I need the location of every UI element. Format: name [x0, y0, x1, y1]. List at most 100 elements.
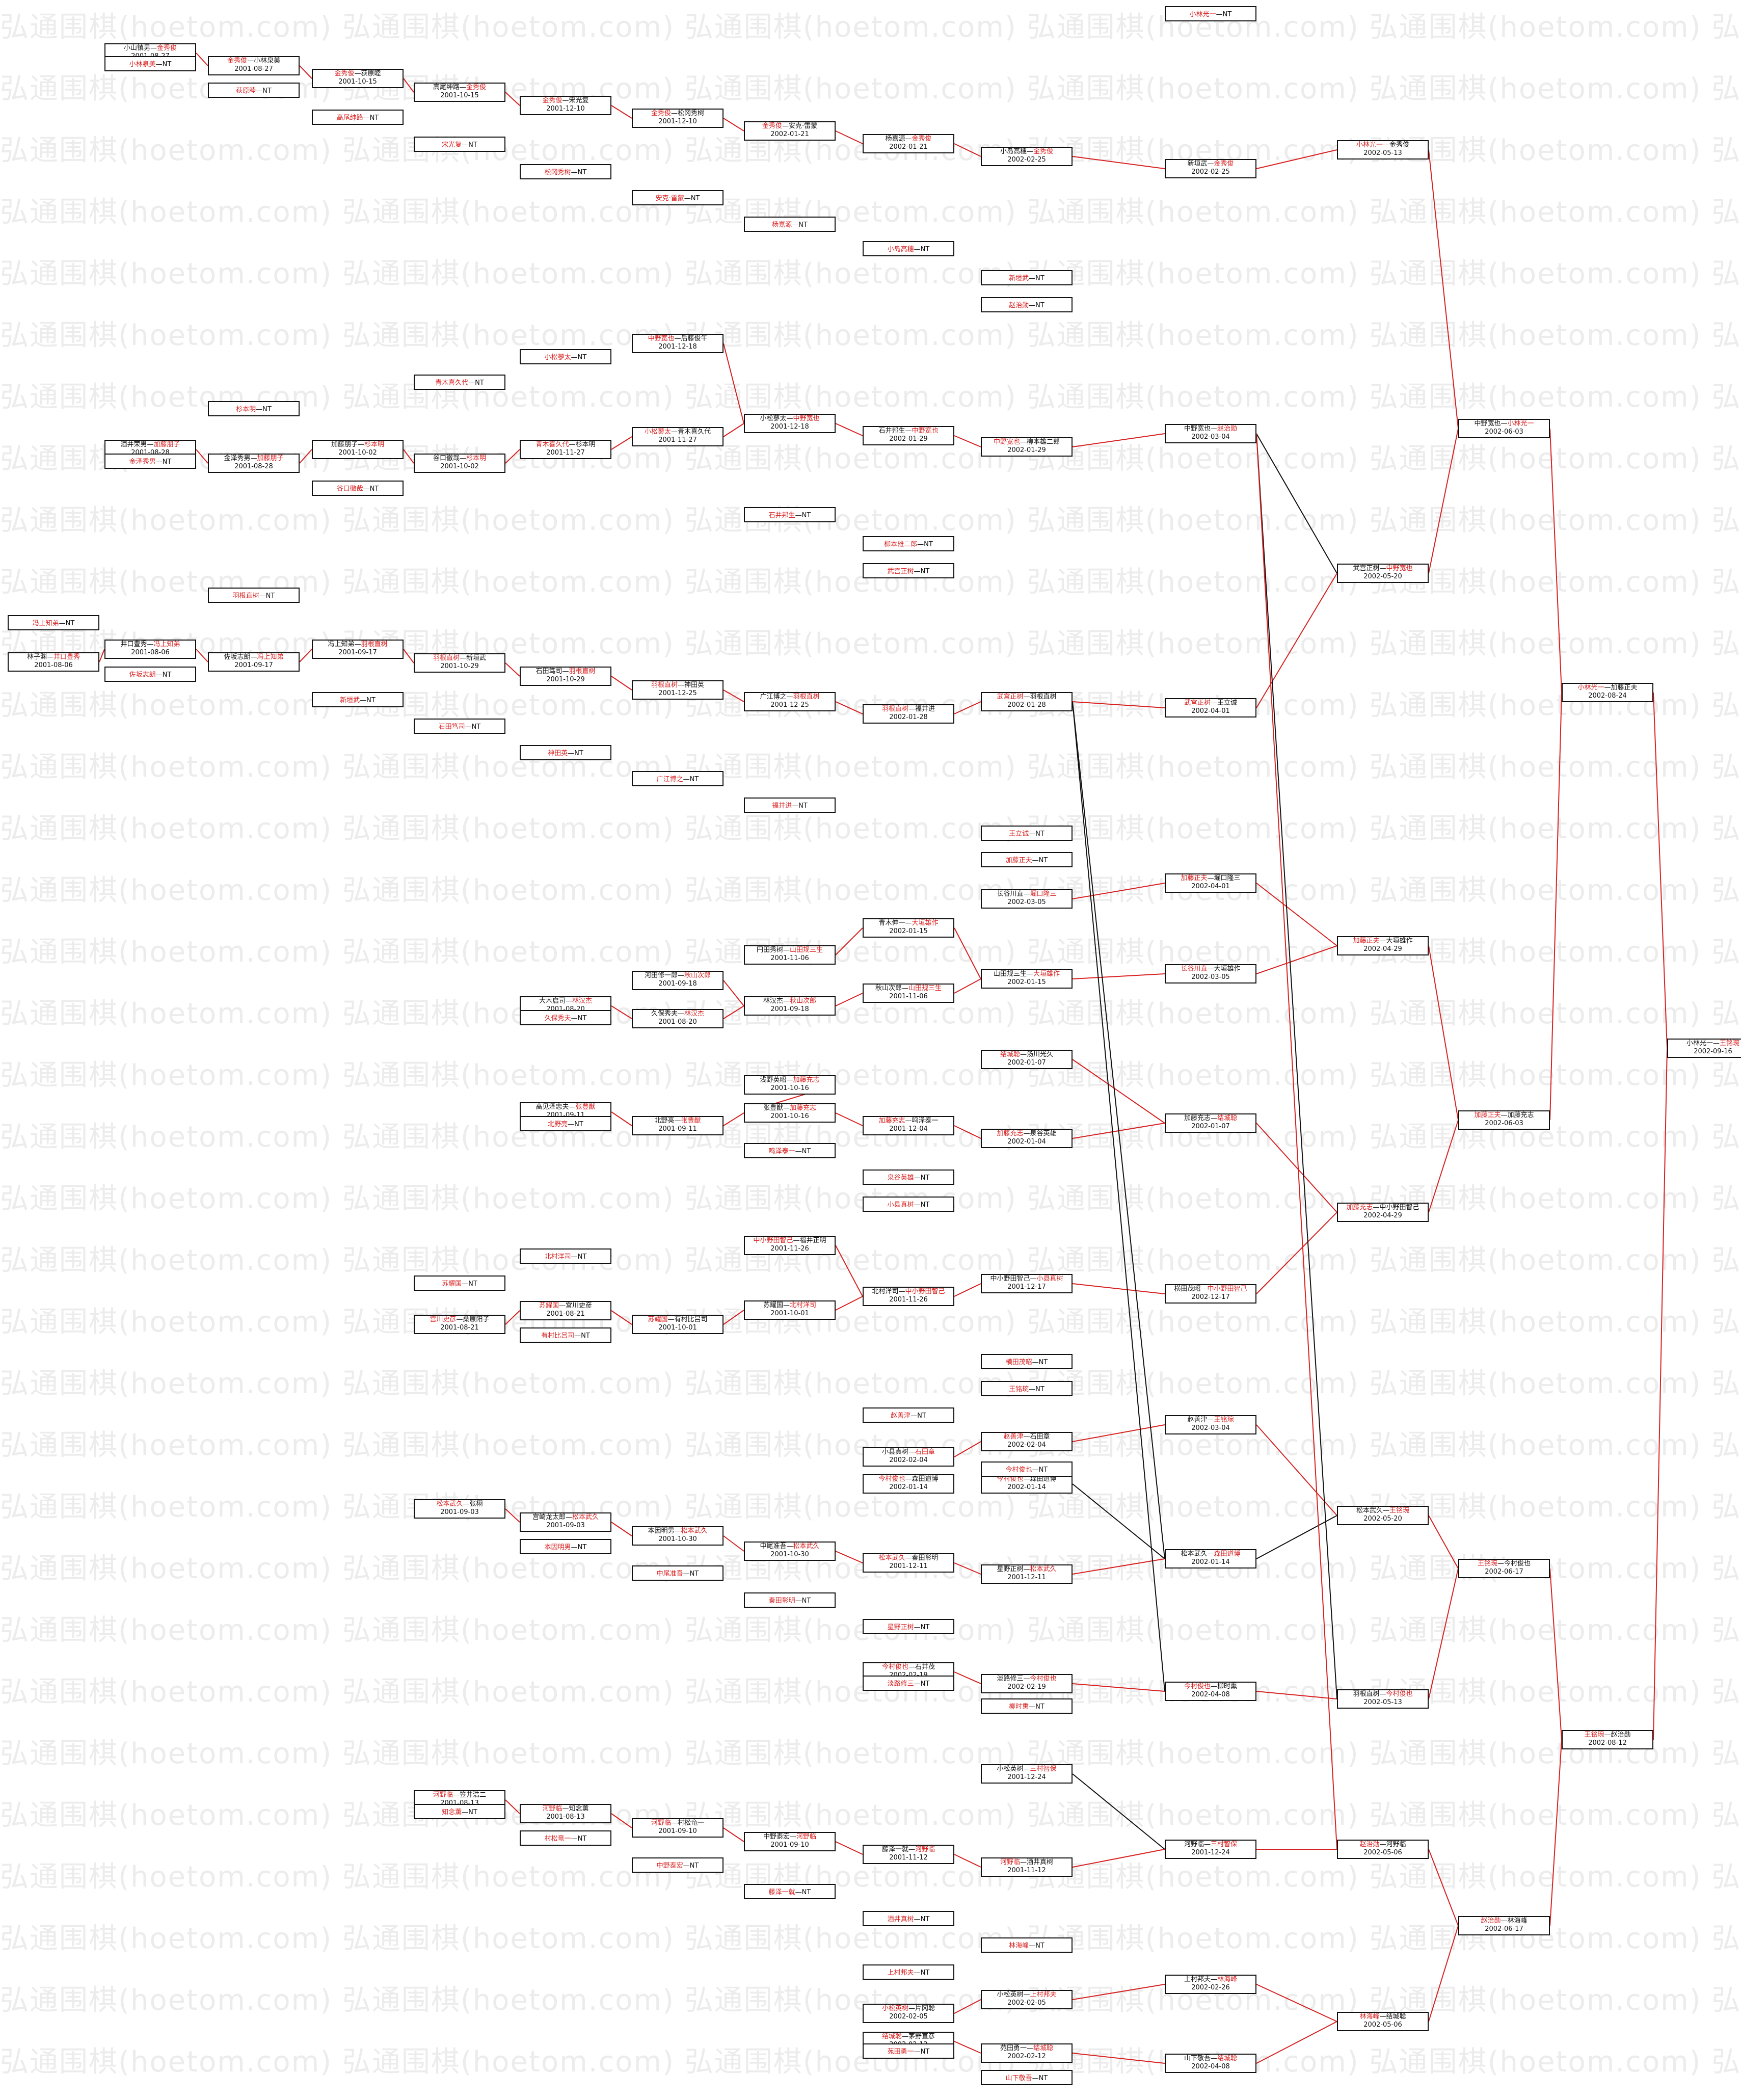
match-date: 2001-10-02 [338, 449, 377, 457]
bye-suffix: —NT [363, 485, 379, 493]
player-a: 谷口徹哉 [433, 455, 460, 462]
match-date: 2002-05-06 [1363, 1849, 1402, 1856]
bye-box: 柳本雄二郎—NT [863, 536, 954, 551]
bye-box: 羽根直树—NT [208, 588, 300, 603]
bye-box: 荻原睦—NT [208, 83, 300, 98]
player-a: 广江博之 [760, 693, 787, 701]
separator: — [1023, 1475, 1030, 1483]
player-a: 中野宽也 [1474, 420, 1501, 428]
player-a: 小松英树 [881, 2005, 908, 2012]
match-date: 2002-12-17 [1191, 1293, 1230, 1301]
player-b: 秋山次郎 [790, 997, 817, 1005]
player-b: 杉本明 [575, 441, 596, 448]
bracket-edge [1072, 1683, 1165, 1692]
player-a: 河野临 [1184, 1841, 1204, 1848]
player-b: 茅野直彦 [908, 2033, 935, 2040]
separator: — [783, 946, 790, 954]
player-a: 河野临 [651, 1819, 671, 1827]
player-b: 加藤正夫 [1611, 684, 1638, 692]
player-b: 上村邦夫 [1030, 1991, 1057, 1999]
player-a: 秋山次郎 [875, 985, 902, 992]
match-date: 2002-05-20 [1363, 1515, 1402, 1523]
player-name: 王铭琬 [1009, 1386, 1029, 1393]
player-a: 王铭琬 [1584, 1731, 1604, 1739]
separator: — [1211, 1683, 1217, 1690]
match-date: 2001-10-16 [770, 1084, 809, 1092]
player-b: 柳时熏 [1217, 1683, 1238, 1690]
player-name: 星野正树 [887, 1624, 914, 1631]
match-date: 2001-11-27 [658, 436, 697, 444]
match-date: 2002-01-28 [1007, 701, 1046, 709]
match-date: 2001-12-11 [889, 1562, 928, 1570]
bracket-edge [505, 1799, 520, 1814]
bracket-edge [835, 1296, 863, 1311]
bye-suffix: —NT [1029, 1703, 1044, 1711]
separator: — [1211, 699, 1217, 707]
player-b: 三村智保 [1030, 1765, 1057, 1773]
bracket-edge [1653, 1048, 1668, 1740]
player-name: 广江博之 [656, 776, 683, 783]
bye-suffix: —NT [1029, 302, 1044, 309]
bye-suffix: —NT [571, 354, 587, 361]
player-name: 上村邦夫 [887, 1969, 914, 1977]
bracket-edge [1072, 1424, 1165, 1442]
bracket-edge [611, 105, 632, 119]
separator: — [902, 985, 908, 992]
player-b: 石田章 [1030, 1433, 1050, 1441]
bye-suffix: —NT [1029, 1942, 1044, 1950]
bracket-edge [299, 65, 312, 79]
player-name: 金泽秀男 [129, 458, 156, 466]
bye-box: 佐坂志朗—NT [104, 667, 196, 682]
player-a: 宫川史彦 [430, 1316, 457, 1323]
player-b: 大垣雄作 [912, 919, 939, 927]
bracket-edge [723, 423, 744, 437]
bracket-edge [954, 1441, 981, 1457]
player-b: 金秀俊 [157, 44, 177, 52]
bracket-edge [505, 449, 520, 464]
match-date: 2002-01-29 [1007, 446, 1046, 454]
separator: — [786, 1543, 793, 1550]
bracket-edge [835, 993, 863, 1006]
bracket-edge [954, 435, 981, 447]
bye-suffix: —NT [1029, 275, 1044, 282]
player-b: 知念薰 [569, 1805, 589, 1813]
player-a: 松本武久 [1356, 1507, 1383, 1514]
bracket-edge [954, 1854, 981, 1868]
match-date: 2002-01-15 [1007, 978, 1046, 986]
player-a: 今村俊也 [1184, 1683, 1211, 1690]
match-date: 2001-09-10 [658, 1827, 697, 1835]
separator: — [1379, 565, 1386, 572]
bracket-edge [611, 436, 632, 450]
match-date: 2002-02-19 [1007, 1683, 1046, 1691]
player-a: 石田笃司 [535, 668, 563, 675]
bye-box: 横田茂昭—NT [981, 1354, 1073, 1369]
separator: — [674, 1117, 681, 1125]
player-name: 王立诚 [1009, 830, 1029, 838]
player-a: 新垣武 [1187, 160, 1208, 168]
match-date: 2002-01-07 [1007, 1059, 1046, 1067]
player-a: 小林光一 [1686, 1040, 1713, 1047]
player-b: 松本武久 [793, 1543, 820, 1550]
player-b: 小林光一 [1507, 420, 1534, 428]
player-name: 藤泽一就 [768, 1889, 795, 1896]
bracket-edge [835, 1112, 863, 1126]
bracket-edge [99, 649, 105, 662]
player-b: 安克·雷蒙 [788, 122, 818, 130]
separator: — [902, 2033, 908, 2040]
bracket-edge [835, 701, 863, 714]
match-date: 2001-12-11 [1007, 1574, 1046, 1581]
separator: — [1023, 1991, 1030, 1999]
player-b: 青木喜久代 [678, 428, 711, 436]
separator: — [790, 1833, 796, 1841]
